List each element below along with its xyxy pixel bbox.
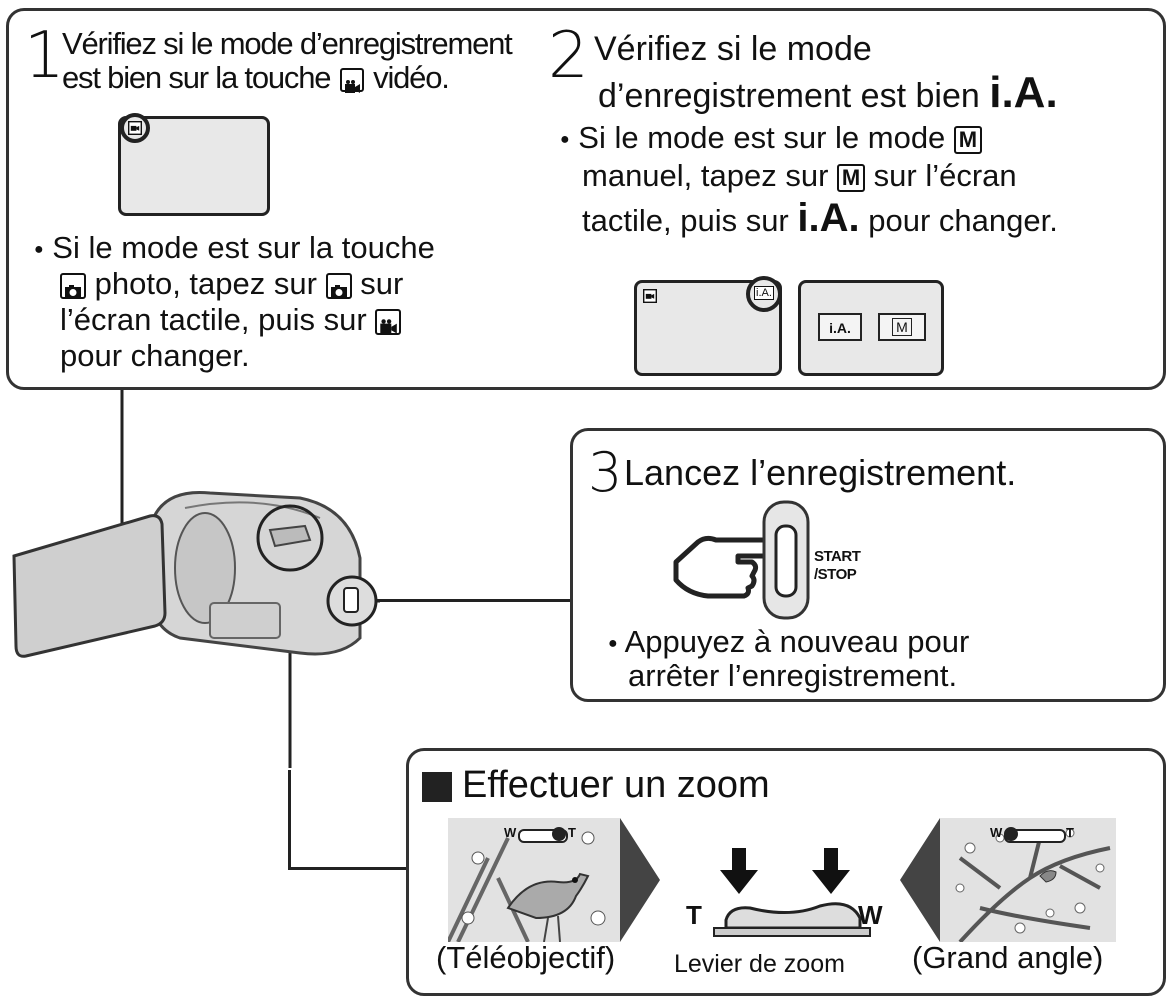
- slider-t-letter: T: [1066, 825, 1074, 840]
- photo-mode-icon: [60, 272, 86, 299]
- video-mode-icon: [643, 289, 657, 303]
- step2-number: 2: [548, 19, 589, 93]
- camcorder-illustration: [12, 390, 380, 768]
- tele-image-arrow: [620, 818, 660, 942]
- bullet-dot: ●: [608, 634, 618, 652]
- step1-title-line2: est bien sur la touche vidéo.: [62, 60, 450, 96]
- step2-bullet-text1: Si le mode est sur le mode: [578, 120, 946, 155]
- lever-t-letter: T: [686, 900, 702, 930]
- step1-bullet-text2: photo, tapez sur: [94, 266, 317, 301]
- step1-number: 1: [24, 19, 65, 93]
- zoom-lever-illustration: [713, 848, 871, 937]
- wide-zoom-slider: W T: [990, 824, 1080, 844]
- step2-title-line1: Vérifiez si le mode: [594, 30, 872, 68]
- slider-t-letter: T: [568, 825, 576, 840]
- step3-title: Lancez l’enregistrement.: [624, 452, 1017, 493]
- photo-mode-icon: [325, 272, 352, 299]
- step3-bullet-line1: ● Appuyez à nouveau pour: [608, 624, 969, 660]
- manual-mode-letter: M: [958, 126, 978, 152]
- step2-bullet-text3a: tactile, puis sur: [582, 203, 789, 238]
- telephoto-caption: (Téléobjectif): [436, 940, 616, 975]
- start-label: START: [814, 548, 861, 565]
- connector-line-zoom: [288, 867, 408, 870]
- down-arrow-icon: [720, 848, 758, 894]
- manual-mode-icon: M: [953, 125, 982, 154]
- connector-line-zoom-vertical: [288, 770, 291, 870]
- step2-bullet-text2b: sur l’écran: [873, 158, 1017, 193]
- pointing-hand-icon: [673, 535, 777, 599]
- down-arrow-icon: [812, 848, 850, 894]
- step2-bullet-line3: tactile, puis sur i.A. pour changer.: [582, 196, 1058, 241]
- ia-small-icon: i.A.: [754, 286, 774, 300]
- step2-title-line2: d’enregistrement est bien i.A.: [598, 68, 1058, 118]
- lever-w-letter: W: [858, 900, 883, 930]
- step2-bullet-text3b: pour changer.: [868, 203, 1058, 238]
- manual-mode-letter: M: [841, 164, 861, 190]
- step3-bullet-text1: Appuyez à nouveau pour: [624, 624, 970, 659]
- zoom-section-square-icon: [422, 772, 452, 802]
- step2-bullet-line2: manuel, tapez sur M sur l’écran: [582, 158, 1017, 194]
- step1-title-line1: Vérifiez si le mode d’enregistrement: [62, 26, 513, 61]
- start-stop-button-illustration: [673, 500, 810, 620]
- tele-zoom-slider: W T: [504, 824, 580, 844]
- step3-bullet-line2: arrêter l’enregistrement.: [628, 658, 958, 693]
- stop-label: /STOP: [814, 566, 857, 583]
- step3-number: 3: [588, 441, 623, 504]
- ia-mode-label: i.A.: [989, 68, 1058, 117]
- zoom-title: Effectuer un zoom: [462, 764, 770, 806]
- step1-screen-highlight-circle: [120, 113, 150, 143]
- step3-panel: [570, 428, 1166, 702]
- wide-angle-caption: (Grand angle): [912, 940, 1104, 975]
- manual-button-letter: M: [892, 318, 912, 336]
- slider-w-letter: W: [990, 825, 1003, 840]
- bullet-dot: ●: [560, 130, 570, 148]
- step2-bullet-text2a: manuel, tapez sur: [582, 158, 829, 193]
- manual-mode-icon: M: [837, 163, 866, 192]
- zoom-lever-caption: Levier de zoom: [674, 950, 845, 978]
- connector-line-step3: [376, 599, 572, 602]
- video-mode-icon: [128, 121, 142, 135]
- video-mode-icon: [339, 67, 364, 93]
- step1-bullet-line3: l’écran tactile, puis sur: [60, 302, 402, 338]
- step2-bullet-line1: ● Si le mode est sur le mode M: [560, 120, 982, 156]
- ia-button[interactable]: i.A.: [818, 313, 862, 341]
- step1-title-line2-a: est bien sur la touche: [62, 60, 331, 95]
- manual-button[interactable]: M: [878, 313, 926, 341]
- step2-screen-highlight-circle: i.A.: [746, 276, 782, 312]
- wide-image-arrow: [900, 818, 940, 942]
- step1-bullet-text3: l’écran tactile, puis sur: [60, 302, 367, 337]
- video-mode-icon: [375, 308, 402, 335]
- step1-bullet-text2b: sur: [360, 266, 404, 301]
- step1-bullet-line1: ● Si le mode est sur la touche: [34, 230, 435, 266]
- bullet-dot: ●: [34, 240, 44, 258]
- step1-bullet-text1: Si le mode est sur la touche: [52, 230, 435, 265]
- step1-bullet-line4: pour changer.: [60, 338, 250, 373]
- step1-title-line2-b: vidéo.: [373, 60, 450, 95]
- slider-w-letter: W: [504, 825, 517, 840]
- step2-title-line2-text: d’enregistrement est bien: [598, 77, 980, 115]
- ia-mode-label: i.A.: [797, 196, 860, 240]
- step1-bullet-line2: photo, tapez sur sur: [60, 266, 403, 302]
